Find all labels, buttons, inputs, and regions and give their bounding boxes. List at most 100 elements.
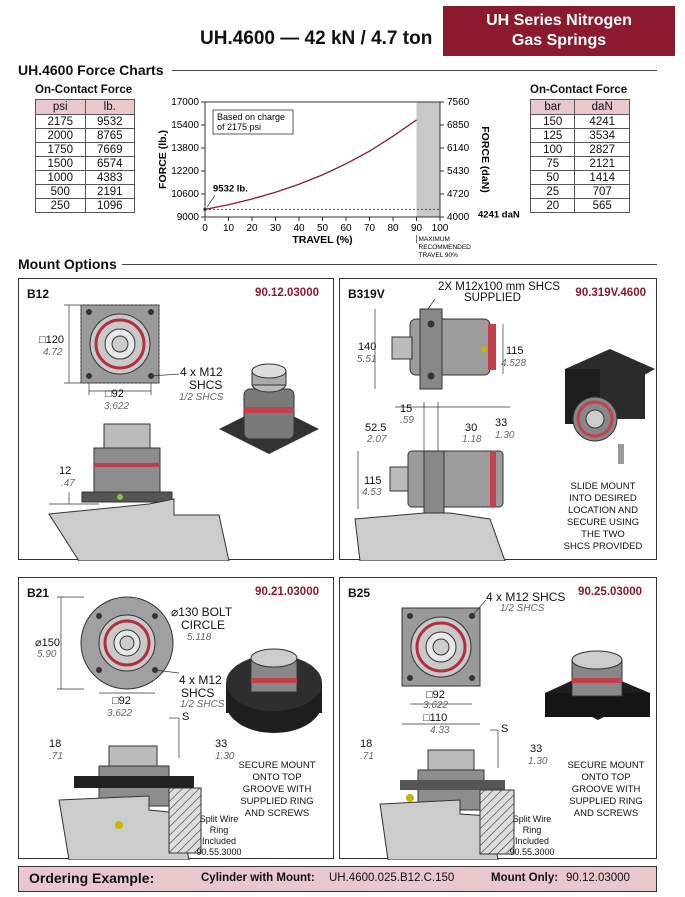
x-tick-label: 20 xyxy=(246,223,258,234)
mount-options-heading: Mount Options xyxy=(18,256,117,272)
y2-tick-label: 6140 xyxy=(447,143,470,154)
b319v-dim-115a-in: 4.528 xyxy=(501,358,527,369)
b319v-dim-140: 140 xyxy=(358,341,377,353)
b319v-code: 90.319V.4600 xyxy=(575,287,646,299)
col-dan: daN xyxy=(574,99,630,115)
b21-dim-18-in: .71 xyxy=(49,751,63,762)
b25-name: B25 xyxy=(348,586,371,600)
y2-tick-label: 6850 xyxy=(447,120,470,131)
b25-dim-33: 33 xyxy=(530,743,543,755)
b25-screws-1: 4 x M12 SHCS xyxy=(486,590,566,604)
b21-note-line: SUPPLIED RING xyxy=(240,796,314,807)
series-line-1: UH Series Nitrogen xyxy=(486,12,632,29)
b25-wire-line: 90.55.3000 xyxy=(509,847,555,857)
b12-code: 90.12.03000 xyxy=(255,287,319,299)
table-cell: 565 xyxy=(574,198,630,213)
ordering-label: Ordering Example: xyxy=(29,870,155,886)
b21-s: S xyxy=(182,711,190,723)
table-cell: 500 xyxy=(35,184,86,199)
b21-wire-note: Split Wire Ring Included 90.55.3000 xyxy=(187,814,251,858)
x-tick-label: 50 xyxy=(317,223,329,234)
b21-drawing xyxy=(57,596,322,860)
b319v-dim-33: 33 xyxy=(495,417,508,429)
y-tick-label: 13800 xyxy=(171,143,199,154)
b21-screws-in: 1/2 SHCS xyxy=(180,699,225,710)
b21-wire-line: Ring xyxy=(209,825,229,835)
y2-tick-label: 7560 xyxy=(447,97,470,108)
b21-dim-92: □92 xyxy=(112,695,131,707)
b319v-screws-2: SUPPLIED xyxy=(464,292,521,304)
table-cell: 2827 xyxy=(574,142,630,157)
b319v-dim-115a: 115 xyxy=(506,345,524,357)
table-cell: 20 xyxy=(529,198,576,213)
ordering-mount-value: 90.12.03000 xyxy=(566,872,630,884)
b25-screws-in: 1/2 SHCS xyxy=(500,603,545,614)
y-tick-label: 17000 xyxy=(171,97,199,108)
b21-screws-2: SHCS xyxy=(181,686,215,700)
charge-note-line-1: Based on charge xyxy=(217,112,285,122)
table-cell: 2175 xyxy=(35,114,86,129)
force-charts-heading: UH.4600 Force Charts xyxy=(18,62,164,78)
b12-screws-1: 4 x M12 xyxy=(180,365,223,379)
b25-wire-note: Split Wire Ring Included 90.55.3000 xyxy=(500,814,564,858)
x-tick-label: 90 xyxy=(411,223,423,234)
right-value-label: 4241 daN xyxy=(478,209,520,220)
table-cell: 150 xyxy=(529,114,576,129)
b319v-drawing xyxy=(354,298,655,561)
y2-tick-label: 4720 xyxy=(447,189,470,200)
force-curve xyxy=(204,119,417,210)
ordering-cyl-value: UH.4600.025.B12.C.150 xyxy=(329,872,455,884)
b12-dim-92-in: 3.622 xyxy=(104,401,130,412)
b25-code: 90.25.03000 xyxy=(578,586,642,598)
b25-drawing xyxy=(379,599,650,860)
b21-note-line: AND SCREWS xyxy=(244,808,310,819)
b319v-dim-15: 15 xyxy=(400,403,413,415)
col-lb: lb. xyxy=(84,99,135,115)
b25-dim-18-in: .71 xyxy=(360,751,374,762)
y-tick-label: 10600 xyxy=(171,189,199,200)
b21-code: 90.21.03000 xyxy=(255,586,319,598)
b21-name: B21 xyxy=(27,586,50,600)
b12-screws-2: SHCS xyxy=(189,378,223,392)
b319v-note-line: SECURE USING xyxy=(566,517,640,528)
b319v-note-line: SHCS PROVIDED xyxy=(563,541,643,552)
x-tick-label: 10 xyxy=(223,223,235,234)
ordering-cyl-label: Cylinder with Mount: xyxy=(201,872,315,884)
col-psi: psi xyxy=(35,99,86,115)
b21-wire-line: 90.55.3000 xyxy=(196,847,242,857)
b25-s: S xyxy=(501,723,509,735)
col-bar: bar xyxy=(529,99,576,115)
b319v-note-line: SLIDE MOUNT xyxy=(570,481,636,492)
b12-dim-12: 12 xyxy=(59,465,72,477)
b21-note-line: ONTO TOP xyxy=(252,772,302,783)
table-cell: 50 xyxy=(529,170,576,185)
b21-dim-150-in: 5.90 xyxy=(37,649,57,660)
b319v-dim-33-in: 1.30 xyxy=(495,430,515,441)
x-tick-label: 30 xyxy=(270,223,282,234)
b21-dim-150: ⌀150 xyxy=(35,637,60,649)
left-table-caption: On-Contact Force xyxy=(35,84,133,96)
b21-note-line: SECURE MOUNT xyxy=(238,760,316,771)
start-value-label: 9532 lb. xyxy=(213,183,248,194)
table-cell: 2191 xyxy=(84,184,135,199)
page-title: UH.4600 — 42 kN / 4.7 ton xyxy=(200,28,433,49)
b319v-dim-52-in: 2.07 xyxy=(367,434,387,445)
charge-note-line-2: of 2175 psi xyxy=(217,122,261,132)
b25-note-line: SUPPLIED RING xyxy=(569,796,643,807)
b21-bolt-in: 5.118 xyxy=(187,632,212,643)
b25-note-line: GROOVE WITH xyxy=(571,784,641,795)
b25-dim-33-in: 1.30 xyxy=(528,756,548,767)
